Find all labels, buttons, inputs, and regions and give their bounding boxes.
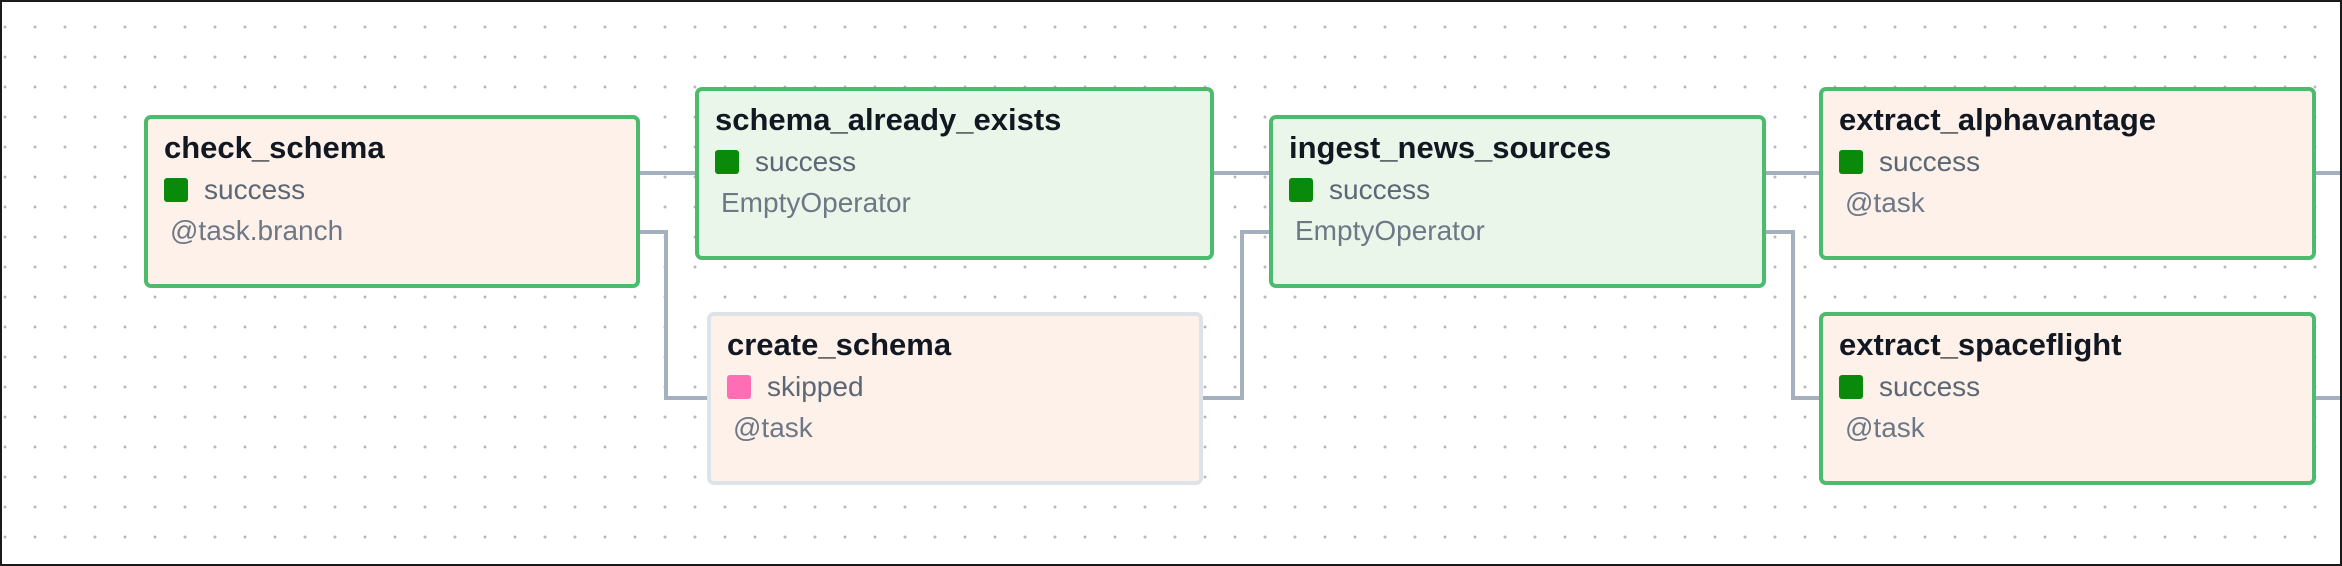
status-success-icon (1289, 178, 1313, 202)
task-operator: @task (1845, 187, 1925, 218)
task-node-create-schema[interactable]: create_schema skipped @task (707, 312, 1203, 485)
task-status: success (715, 145, 1210, 179)
task-node-extract-alphavantage[interactable]: extract_alphavantage success @task (1819, 87, 2316, 260)
task-node-extract-spaceflight[interactable]: extract_spaceflight success @task (1819, 312, 2316, 485)
task-status: skipped (727, 370, 1199, 404)
task-status: success (1289, 173, 1762, 207)
task-name: extract_spaceflight (1839, 327, 2122, 362)
edge-create-schema-to-ingest-news-sources (1203, 230, 1269, 400)
task-operator: EmptyOperator (1295, 215, 1485, 246)
status-label: success (1329, 174, 1431, 205)
edge-check-schema-to-create-schema (640, 230, 707, 400)
task-operator: @task (733, 412, 813, 443)
task-name: extract_alphavantage (1839, 102, 2157, 137)
task-node-schema-already-exists[interactable]: schema_already_exists success EmptyOpera… (695, 87, 1214, 260)
status-label: success (1879, 146, 1981, 177)
status-label: skipped (767, 371, 864, 402)
task-name: check_schema (164, 130, 385, 165)
task-name: ingest_news_sources (1289, 130, 1612, 165)
status-label: success (204, 174, 306, 205)
task-operator: @task.branch (170, 215, 344, 246)
task-operator: @task (1845, 412, 1925, 443)
edge-ingest-news-sources-to-extract-spaceflight (1766, 230, 1819, 400)
task-status: success (1839, 370, 2312, 404)
status-success-icon (1839, 375, 1863, 399)
status-success-icon (1839, 150, 1863, 174)
status-skipped-icon (727, 375, 751, 399)
task-name: create_schema (727, 327, 952, 362)
task-name: schema_already_exists (715, 102, 1062, 137)
task-node-ingest-news-sources[interactable]: ingest_news_sources success EmptyOperato… (1269, 115, 1766, 288)
task-status: success (1839, 145, 2312, 179)
status-success-icon (715, 150, 739, 174)
task-status: success (164, 173, 636, 207)
status-success-icon (164, 178, 188, 202)
status-label: success (1879, 371, 1981, 402)
task-operator: EmptyOperator (721, 187, 911, 218)
task-node-check-schema[interactable]: check_schema success @task.branch (144, 115, 640, 288)
status-label: success (755, 146, 857, 177)
